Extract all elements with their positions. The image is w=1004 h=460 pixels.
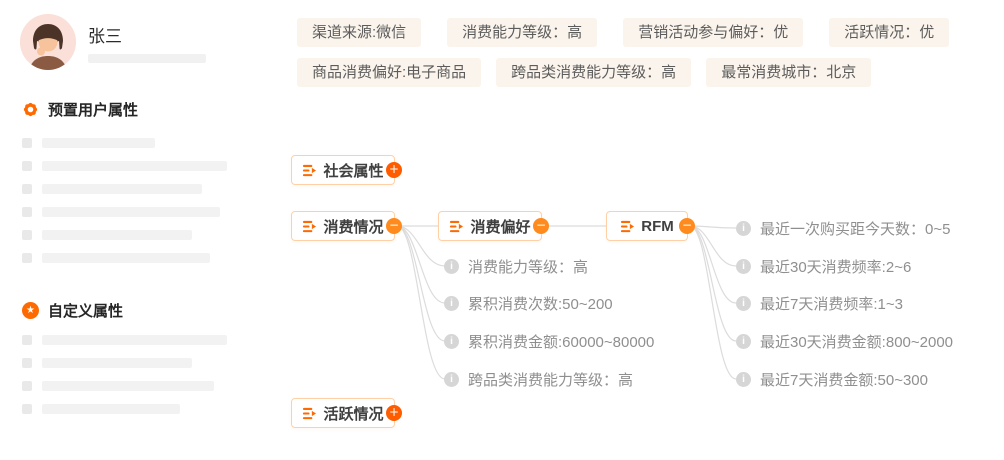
attribute-text: 消费能力等级：高 <box>468 258 589 276</box>
skeleton-dot <box>22 184 32 194</box>
user-name: 张三 <box>88 27 122 46</box>
star-icon: ★ <box>22 302 39 319</box>
node-activity-status[interactable]: 活跃情况 + <box>291 398 402 428</box>
tag-cross-category-level: 跨品类消费能力等级：高 <box>496 58 692 87</box>
node-consumption-status[interactable]: 消费情况 − <box>291 211 402 241</box>
list-arrow-icon <box>449 219 464 234</box>
attribute-item: i 最近30天消费频率:2~6 <box>736 255 911 277</box>
attribute-text: 最近一次购买距今天数：0~5 <box>760 220 951 238</box>
skeleton-bar <box>42 358 192 368</box>
skeleton-bar <box>42 381 214 391</box>
node-label: 消费情况 <box>323 218 384 236</box>
skeleton-row <box>22 335 227 345</box>
attribute-text: 最近7天消费频率:1~3 <box>760 295 903 313</box>
attribute-item: i 累积消费次数:50~200 <box>444 292 613 314</box>
attribute-text: 最近30天消费金额:800~2000 <box>760 333 954 351</box>
node-label: RFM <box>641 217 674 235</box>
collapse-toggle[interactable]: − <box>386 218 402 234</box>
attribute-item: i 最近30天消费金额:800~2000 <box>736 330 953 352</box>
skeleton-bar <box>42 207 220 217</box>
skeleton-bar <box>88 54 206 63</box>
node-consumption-preference[interactable]: 消费偏好 − <box>438 211 549 241</box>
list-arrow-icon <box>302 163 317 178</box>
skeleton-row <box>22 138 155 148</box>
attribute-item: i 累积消费金额:60000~80000 <box>444 330 654 352</box>
attribute-item: i 最近一次购买距今天数：0~5 <box>736 217 950 239</box>
attribute-text: 跨品类消费能力等级：高 <box>468 371 634 389</box>
info-icon[interactable]: i <box>736 295 751 311</box>
node-label: 社会属性 <box>323 162 384 180</box>
info-icon[interactable]: i <box>444 295 459 311</box>
skeleton-bar <box>42 138 155 148</box>
info-icon[interactable]: i <box>444 371 459 387</box>
info-icon[interactable]: i <box>736 371 751 387</box>
skeleton-row <box>22 184 202 194</box>
skeleton-bar <box>42 404 180 414</box>
node-social-attributes[interactable]: 社会属性 + <box>291 155 402 185</box>
tag-frequent-city: 最常消费城市：北京 <box>706 58 872 87</box>
gear-icon <box>22 101 39 118</box>
preset-attributes-heading: 预置用户属性 <box>22 99 138 120</box>
info-icon[interactable]: i <box>736 258 751 274</box>
skeleton-row <box>22 230 192 240</box>
tag-campaign-preference: 营销活动参与偏好：优 <box>623 18 804 47</box>
skeleton-row <box>22 358 192 368</box>
skeleton-row <box>22 381 214 391</box>
skeleton-bar <box>42 184 202 194</box>
info-icon[interactable]: i <box>736 220 751 236</box>
skeleton-row <box>22 207 220 217</box>
collapse-toggle[interactable]: − <box>533 218 549 234</box>
skeleton-bar <box>42 230 192 240</box>
avatar <box>20 14 76 70</box>
collapse-toggle[interactable]: − <box>679 218 695 234</box>
tag-row-1: 渠道来源:微信 消费能力等级：高 营销活动参与偏好：优 活跃情况：优 <box>297 18 950 47</box>
node-label: 消费偏好 <box>470 218 531 236</box>
attribute-item: i 最近7天消费金额:50~300 <box>736 368 928 390</box>
info-icon[interactable]: i <box>736 333 751 349</box>
info-icon[interactable]: i <box>444 333 459 349</box>
info-icon[interactable]: i <box>444 258 459 274</box>
attribute-text: 最近7天消费金额:50~300 <box>760 371 928 389</box>
avatar-illustration <box>20 14 76 70</box>
skeleton-dot <box>22 358 32 368</box>
node-rfm[interactable]: RFM − <box>606 211 695 241</box>
expand-toggle[interactable]: + <box>386 162 402 178</box>
custom-attributes-heading: ★ 自定义属性 <box>22 300 123 321</box>
skeleton-bar <box>42 161 227 171</box>
attribute-item: i 最近7天消费频率:1~3 <box>736 292 903 314</box>
skeleton-dot <box>22 335 32 345</box>
skeleton-row <box>22 161 227 171</box>
custom-attributes-label: 自定义属性 <box>48 303 124 320</box>
attribute-item: i 跨品类消费能力等级：高 <box>444 368 633 390</box>
skeleton-dot <box>22 253 32 263</box>
skeleton-row <box>22 404 180 414</box>
skeleton-bar <box>42 253 210 263</box>
skeleton-dot <box>22 404 32 414</box>
skeleton-dot <box>22 207 32 217</box>
list-arrow-icon <box>302 219 317 234</box>
expand-toggle[interactable]: + <box>386 405 402 421</box>
skeleton-dot <box>22 161 32 171</box>
tag-activity-status: 活跃情况：优 <box>829 18 950 47</box>
tag-row-2: 商品消费偏好:电子商品 跨品类消费能力等级：高 最常消费城市：北京 <box>297 58 872 87</box>
attribute-text: 累积消费金额:60000~80000 <box>468 333 655 351</box>
skeleton-dot <box>22 230 32 240</box>
skeleton-row <box>22 253 210 263</box>
list-arrow-icon <box>620 219 635 234</box>
tag-product-preference: 商品消费偏好:电子商品 <box>297 58 482 87</box>
tag-channel-source: 渠道来源:微信 <box>297 18 422 47</box>
skeleton-dot <box>22 381 32 391</box>
attribute-text: 累积消费次数:50~200 <box>468 295 613 313</box>
tag-consumption-level: 消费能力等级：高 <box>447 18 598 47</box>
attribute-item: i 消费能力等级：高 <box>444 255 588 277</box>
list-arrow-icon <box>302 406 317 421</box>
skeleton-dot <box>22 138 32 148</box>
attribute-text: 最近30天消费频率:2~6 <box>760 258 912 276</box>
skeleton-bar <box>42 335 227 345</box>
preset-attributes-label: 预置用户属性 <box>48 102 139 119</box>
node-label: 活跃情况 <box>323 405 384 423</box>
